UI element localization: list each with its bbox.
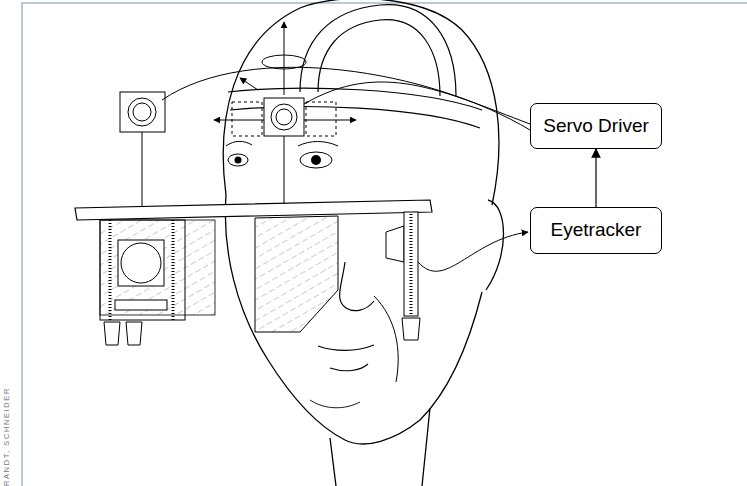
threaded-rod <box>172 220 175 320</box>
ear-piece <box>386 226 404 262</box>
face-outline <box>225 195 482 444</box>
adjust-knob <box>104 322 142 345</box>
camera-body <box>120 92 165 132</box>
eyebrow <box>226 141 338 146</box>
beam-splitter <box>255 216 338 332</box>
process-box: Eyetracker <box>530 207 662 254</box>
head-outline <box>223 0 499 205</box>
beam-splitter <box>100 220 215 315</box>
threaded-rod <box>109 220 112 320</box>
mirror-mount <box>118 240 164 286</box>
eye <box>228 154 248 166</box>
camera-lens <box>271 104 297 130</box>
mirror-slide <box>115 300 167 310</box>
mouth <box>318 345 374 371</box>
box-label: Eyetracker <box>551 220 642 241</box>
signal-wire <box>418 232 528 271</box>
signal-wire <box>304 82 530 124</box>
motion-arrow <box>304 120 356 121</box>
camera-lens <box>128 98 156 126</box>
camera-ghost <box>232 102 262 136</box>
camera-ghost <box>306 102 336 136</box>
camera-post <box>142 132 143 206</box>
thread <box>410 214 413 314</box>
mirror-frame <box>100 220 185 320</box>
frame-border <box>22 3 747 486</box>
camera-post <box>284 136 285 204</box>
signal-wire <box>162 67 530 130</box>
mount-plate <box>75 200 432 220</box>
adjust-knob <box>402 318 420 340</box>
neck-outline <box>330 408 430 486</box>
eye <box>300 152 332 168</box>
box-label: Servo Driver <box>543 116 649 137</box>
camera-lens <box>276 109 292 125</box>
camera-body <box>264 98 304 136</box>
motion-arrow <box>214 120 264 121</box>
signal-arrow <box>595 149 596 207</box>
nose <box>340 262 374 311</box>
threaded-rod <box>404 212 418 316</box>
process-box: Servo Driver <box>530 103 662 149</box>
motion-arrow <box>240 78 258 90</box>
chin-line <box>310 400 360 408</box>
pupil <box>235 157 242 164</box>
mirror <box>121 243 161 283</box>
cheek-line <box>374 296 398 382</box>
motion-arrow <box>284 22 285 95</box>
credit-label: RANDT, SCHNEIDER <box>2 387 11 486</box>
camera-lens <box>133 103 151 121</box>
pupil <box>311 155 321 165</box>
